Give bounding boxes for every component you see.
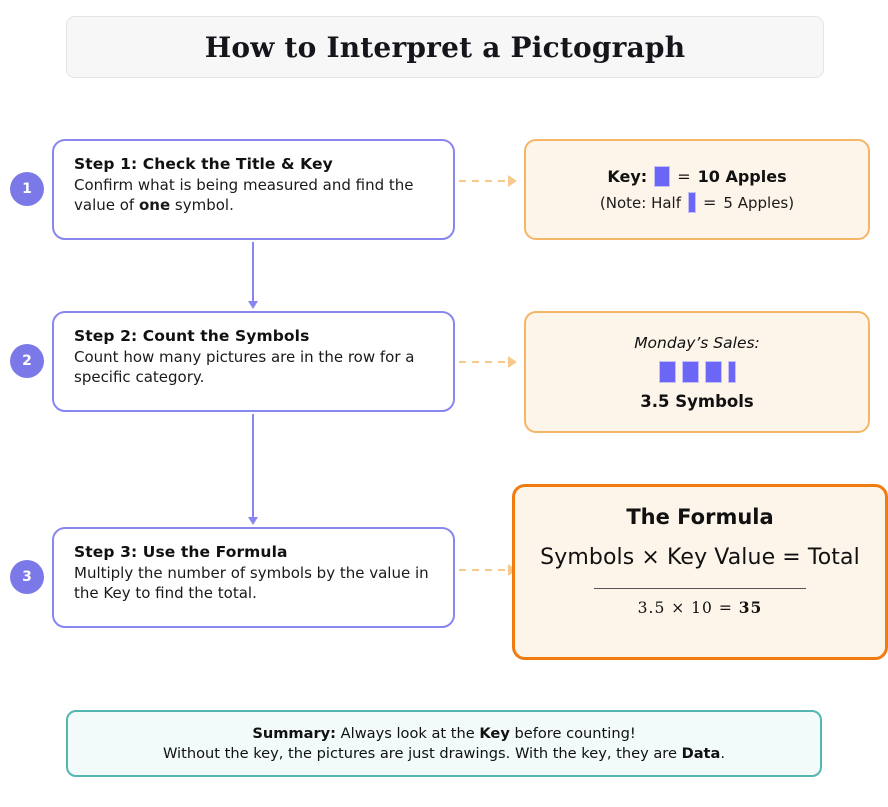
key-label: Key: xyxy=(607,167,648,186)
summary-line1-key: Key xyxy=(479,725,510,742)
formula-calculation: 3.5 × 10 = 35 xyxy=(638,598,763,617)
count-panel-total: 3.5 Symbols xyxy=(640,391,754,411)
key-panel-main-row: Key: = 10 Apples xyxy=(607,166,787,187)
formula-heading: The Formula xyxy=(626,505,774,529)
full-symbol-icon xyxy=(654,166,671,187)
page-title: How to Interpret a Pictograph xyxy=(204,30,686,64)
formula-divider xyxy=(594,588,806,589)
full-symbol-icon xyxy=(658,360,676,383)
summary-box: Summary: Always look at the Key before c… xyxy=(66,710,822,777)
key-note-value: 5 Apples) xyxy=(723,193,795,212)
half-symbol-icon xyxy=(727,360,736,383)
formula-calc-result: 35 xyxy=(738,598,763,617)
summary-label: Summary: xyxy=(252,725,337,742)
formula-calc-prefix: 3.5 × 10 = xyxy=(637,599,739,617)
dashed-arrow-step2-to-count xyxy=(459,356,517,368)
arrowhead-icon xyxy=(508,356,517,368)
full-symbol-icon xyxy=(704,360,722,383)
count-panel-caption: Monday’s Sales: xyxy=(634,333,760,352)
formula-expression: Symbols × Key Value = Total xyxy=(540,545,860,570)
step-1-body-part2: symbol. xyxy=(170,196,234,215)
summary-line1-a: Always look at the xyxy=(336,725,480,742)
key-equals-sign: = xyxy=(677,167,691,186)
key-panel: Key: = 10 Apples (Note: Half = 5 Apples) xyxy=(524,139,870,240)
summary-line-1: Summary: Always look at the Key before c… xyxy=(252,725,635,742)
step-badge-2-label: 2 xyxy=(22,353,32,369)
title-banner: How to Interpret a Pictograph xyxy=(66,16,824,78)
arrowhead-icon xyxy=(508,175,517,187)
summary-line2-a: Without the key, the pictures are just d… xyxy=(162,745,682,762)
step-1-body: Confirm what is being measured and find … xyxy=(74,175,435,216)
step-2-heading: Step 2: Count the Symbols xyxy=(74,327,310,345)
key-note-equals-sign: = xyxy=(703,193,717,212)
step-1-body-part1: Confirm what is being measured and find … xyxy=(74,176,414,215)
arrow-step1-to-step2 xyxy=(248,242,258,309)
summary-line-2: Without the key, the pictures are just d… xyxy=(163,745,725,762)
step-3-heading: Step 3: Use the Formula xyxy=(74,543,288,561)
key-value: 10 Apples xyxy=(697,167,787,186)
step-box-3[interactable]: Step 3: Use the Formula Multiply the num… xyxy=(52,527,455,628)
step-badge-1: 1 xyxy=(10,172,44,206)
dashed-arrow-step1-to-key xyxy=(459,175,517,187)
step-1-body-emph: one xyxy=(138,196,171,215)
step-box-1[interactable]: Step 1: Check the Title & Key Confirm wh… xyxy=(52,139,455,240)
step-box-2[interactable]: Step 2: Count the Symbols Count how many… xyxy=(52,311,455,412)
pictograph-symbol-row xyxy=(658,360,736,383)
key-note-prefix: (Note: Half xyxy=(599,193,681,212)
formula-panel: The Formula Symbols × Key Value = Total … xyxy=(512,484,888,660)
step-badge-1-label: 1 xyxy=(22,181,32,197)
step-3-body: Multiply the number of symbols by the va… xyxy=(74,564,429,603)
arrow-step2-to-step3 xyxy=(248,414,258,525)
summary-line2-c: . xyxy=(720,745,726,762)
dashed-arrow-step3-to-formula xyxy=(459,564,517,576)
step-2-body: Count how many pictures are in the row f… xyxy=(74,348,415,387)
step-badge-3-label: 3 xyxy=(22,569,32,585)
count-panel: Monday’s Sales: 3.5 Symbols xyxy=(524,311,870,433)
key-panel-note-row: (Note: Half = 5 Apples) xyxy=(600,192,794,213)
step-1-heading: Step 1: Check the Title & Key xyxy=(74,155,333,173)
step-badge-2: 2 xyxy=(10,344,44,378)
summary-line1-c: before counting! xyxy=(509,725,636,742)
step-badge-3: 3 xyxy=(10,560,44,594)
half-symbol-icon xyxy=(688,192,696,213)
summary-line2-data: Data xyxy=(681,745,721,762)
full-symbol-icon xyxy=(681,360,699,383)
